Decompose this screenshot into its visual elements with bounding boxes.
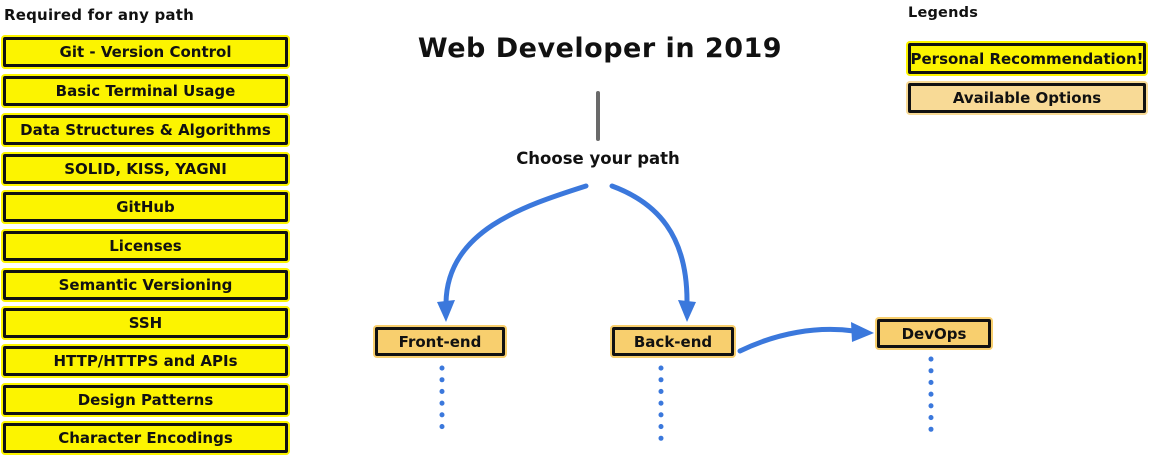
required-item-licenses: Licenses	[3, 231, 288, 261]
required-item-git-version-control: Git - Version Control	[3, 37, 288, 67]
path-node-frontend: Front-end	[375, 327, 505, 356]
arrowhead-devops-icon	[851, 322, 874, 342]
required-item-github: GitHub	[3, 192, 288, 222]
arrow-to-devops	[737, 326, 857, 354]
legend-available-options: Available Options	[908, 83, 1146, 113]
required-item-solid-kiss-yagni: SOLID, KISS, YAGNI	[3, 154, 288, 184]
required-item-http-https-apis: HTTP/HTTPS and APIs	[3, 346, 288, 376]
required-item-data-structures-algorithms: Data Structures & Algorithms	[3, 115, 288, 145]
required-header: Required for any path	[4, 6, 194, 24]
path-node-backend: Back-end	[612, 327, 734, 356]
legend-personal-recommendation: Personal Recommendation!	[908, 43, 1146, 74]
required-item-design-patterns: Design Patterns	[3, 385, 288, 415]
arrow-to-frontend	[443, 183, 589, 306]
arrowhead-backend-icon	[678, 300, 696, 322]
legend-header: Legends	[908, 5, 979, 21]
required-item-basic-terminal-usage: Basic Terminal Usage	[3, 76, 288, 106]
arrowhead-frontend-icon	[437, 300, 455, 322]
choose-your-path-label: Choose your path	[516, 149, 680, 168]
required-item-semantic-versioning: Semantic Versioning	[3, 270, 288, 300]
arrow-to-backend	[609, 183, 690, 304]
page-title: Web Developer in 2019	[417, 33, 783, 64]
required-item-ssh: SSH	[3, 308, 288, 338]
path-node-devops: DevOps	[877, 319, 991, 348]
required-item-character-encodings: Character Encodings	[3, 423, 288, 453]
